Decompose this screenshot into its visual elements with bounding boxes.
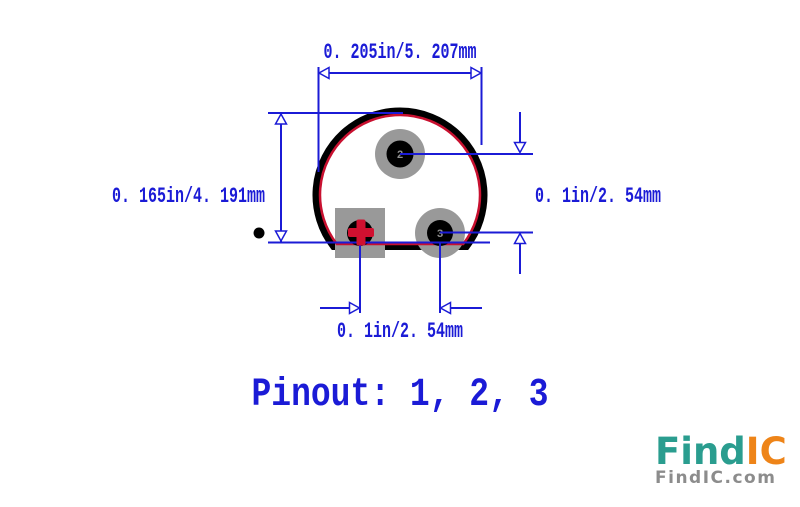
arrow-down-icon	[513, 141, 527, 155]
pinout-caption: Pinout: 1, 2, 3	[251, 372, 549, 417]
logo-find-text: Find	[655, 430, 746, 473]
arrow-up-icon	[274, 112, 288, 125]
top-dimension-label: 0. 205in/5. 207mm	[323, 40, 477, 66]
left-dimension-label: 0. 165in/4. 191mm	[111, 184, 265, 210]
pin1-plus-marker-icon	[348, 219, 374, 246]
package-outline	[312, 107, 488, 250]
origin-marker-dot	[253, 227, 265, 239]
findic-logo[interactable]: FindIC FindIC.com	[655, 433, 790, 487]
findic-logo-tagline: FindIC.com	[655, 468, 777, 488]
arrow-down-icon	[274, 230, 288, 243]
silkscreen-outline	[318, 113, 482, 246]
arrow-left-icon	[438, 301, 452, 315]
logo-ic-text: IC	[745, 430, 787, 473]
findic-logo-wordmark: FindIC	[655, 433, 790, 470]
pad-2-number: 2	[397, 150, 404, 162]
arrow-left-icon	[317, 66, 330, 80]
pad-3-number: 3	[437, 229, 444, 241]
dimension-arrowheads	[274, 66, 527, 315]
arrow-right-icon	[348, 301, 362, 315]
arrow-up-icon	[513, 231, 527, 245]
plus-vertical-bar	[356, 219, 366, 246]
bottom-dimension-label: 0. 1in/2. 54mm	[336, 319, 464, 345]
right-dimension-label: 0. 1in/2. 54mm	[535, 184, 662, 210]
dimension-lines	[268, 67, 533, 313]
arrow-right-icon	[470, 66, 483, 80]
